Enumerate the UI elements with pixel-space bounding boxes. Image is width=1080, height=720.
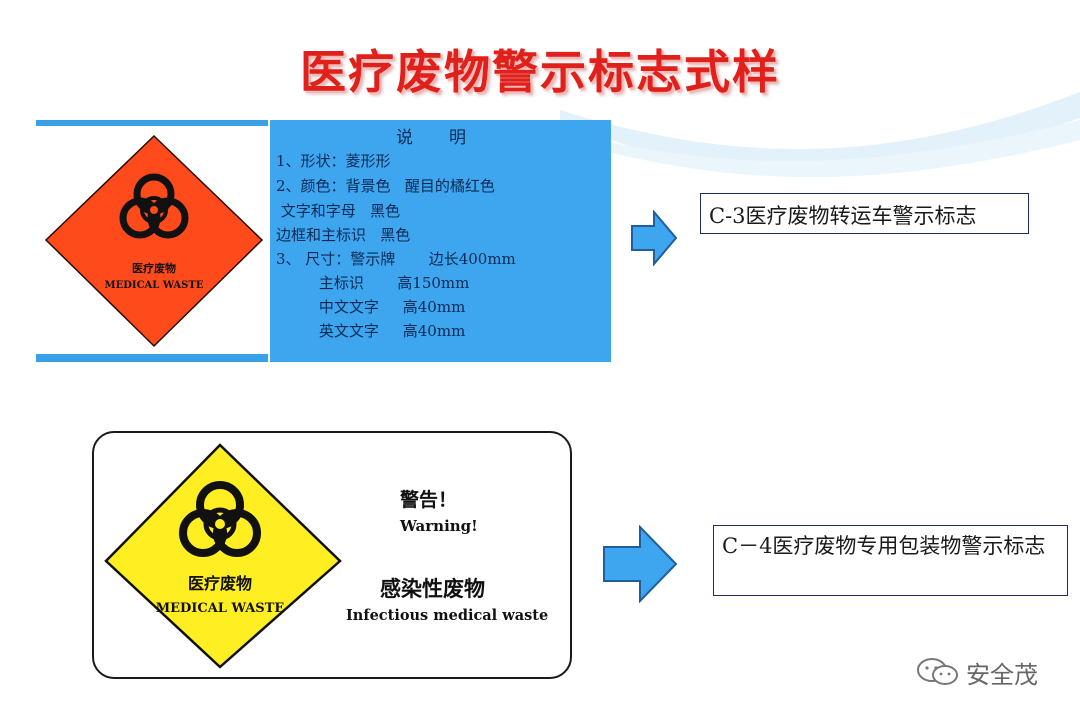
description-line: 1、形状：菱形形 (276, 152, 391, 170)
orange-medical-waste-sign: 医疗废物 MEDICAL WASTE (44, 134, 264, 348)
description-line: 边框和主标识 黑色 (276, 226, 411, 244)
biohazard-icon (119, 173, 189, 239)
description-line: 主标识 高150mm (276, 274, 470, 292)
description-line: 中文文字 高40mm (276, 298, 466, 316)
top-sign-panel: 医疗废物 MEDICAL WASTE 说明 1、形状：菱形形 2、颜色：背景色 … (36, 120, 611, 362)
description-line: 2、颜色：背景色 醒目的橘红色 (276, 177, 495, 195)
top-sign-frame: 医疗废物 MEDICAL WASTE (36, 120, 268, 362)
arrow-right-icon (631, 210, 678, 266)
watermark-text: 安全茂 (966, 661, 1038, 689)
page-title: 医疗废物警示标志式样 (300, 45, 780, 99)
yellow-medical-waste-sign: 医疗废物 MEDICAL WASTE (104, 443, 342, 669)
label-c4-box: C－4医疗废物专用包装物警示标志 (713, 525, 1068, 596)
warning-text-zh: 警告！ (400, 489, 458, 511)
label-c4-text: C－4医疗废物专用包装物警示标志 (722, 534, 1046, 558)
label-c3-box: C-3医疗废物转运车警示标志 (700, 193, 1029, 234)
infectious-text-en: Infectious medical waste (346, 607, 549, 624)
description-box: 说明 1、形状：菱形形 2、颜色：背景色 醒目的橘红色 文字和字母 黑色 边框和… (270, 120, 611, 362)
wechat-icon (917, 658, 958, 685)
description-heading: 说明 (396, 128, 502, 148)
label-c3-text: C-3医疗废物转运车警示标志 (709, 204, 977, 228)
top-sign-text-zh: 医疗废物 (132, 261, 176, 275)
description-line: 英文文字 高40mm (276, 322, 466, 340)
infectious-text-zh: 感染性废物 (380, 577, 485, 601)
description-line: 3、 尺寸：警示牌 边长400mm (276, 250, 516, 268)
bottom-sign-text-zh: 医疗废物 (188, 574, 252, 593)
bottom-sign-panel: 医疗废物 MEDICAL WASTE 警告！ Warning! 感染性废物 In… (92, 431, 572, 679)
biohazard-icon (179, 481, 261, 557)
bottom-sign-text-en: MEDICAL WASTE (156, 601, 285, 616)
top-sign-text-en: MEDICAL WASTE (105, 280, 204, 291)
warning-text-en: Warning! (400, 517, 478, 535)
arrow-right-icon (603, 525, 678, 603)
description-line: 文字和字母 黑色 (276, 202, 401, 220)
